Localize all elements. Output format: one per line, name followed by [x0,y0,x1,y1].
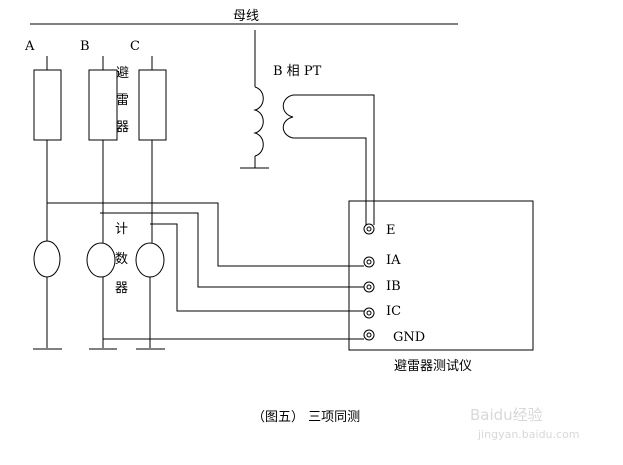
pt-primary-coil [253,86,264,157]
arrester-c [138,69,167,141]
phase-c-label: C [130,39,140,54]
wire-ia [47,202,364,267]
terminal-ic-label: IC [386,304,401,319]
arrester-label-2: 雷 [116,93,129,108]
wire-ic [150,223,364,312]
counter-c [135,242,165,278]
terminal-gnd [363,329,375,341]
pt-secondary-wire-2 [293,137,367,225]
instrument-box [348,200,534,351]
instrument-label: 避雷器测试仪 [394,359,472,374]
counter-label-2: 数 [115,252,128,267]
arrester-label-1: 避 [116,66,129,81]
counter-a [33,240,61,278]
arrester-a [33,69,62,141]
counter-label-1: 计 [115,222,128,237]
watermark-url: jingyan.baidu.com [477,428,580,441]
pt-secondary-wire-1 [293,94,375,225]
busbar-label: 母线 [233,9,259,24]
terminal-e [363,223,375,235]
figure-caption: （图五） 三项同测 [252,410,360,425]
terminal-e-label: E [386,223,396,238]
wire-ib [100,212,364,288]
terminal-ia [363,256,375,268]
phase-b-label: B [80,39,90,54]
terminal-ib [363,281,375,293]
arrester-b [88,69,118,141]
pt-secondary-coil [282,94,294,139]
terminal-ib-label: IB [386,279,401,294]
terminal-gnd-label: GND [393,330,425,345]
phase-a-label: A [24,39,35,54]
watermark-logo: Baidu经验 [470,406,543,424]
terminal-ia-label: IA [386,253,401,268]
pt-label: B 相 PT [273,64,322,79]
arrester-label-3: 器 [116,120,129,135]
terminal-ic [363,307,375,319]
counter-label-3: 器 [115,281,128,296]
counter-b [86,242,116,278]
